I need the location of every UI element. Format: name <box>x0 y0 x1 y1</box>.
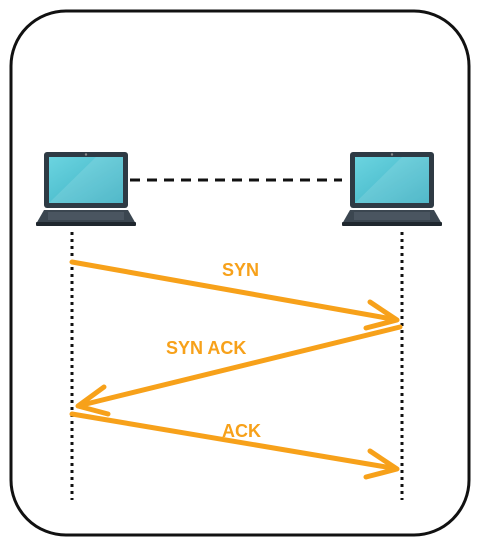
syn-arrow <box>69 259 400 331</box>
ack-arrow <box>69 411 400 480</box>
syn-ack-label: SYN ACK <box>166 338 246 358</box>
syn-label: SYN <box>222 260 259 280</box>
syn-ack-arrow <box>75 324 403 417</box>
diagram-frame <box>9 9 471 537</box>
laptop-icon-client <box>36 152 136 226</box>
laptop-icon-server <box>342 152 442 226</box>
ack-label: ACK <box>222 421 261 441</box>
